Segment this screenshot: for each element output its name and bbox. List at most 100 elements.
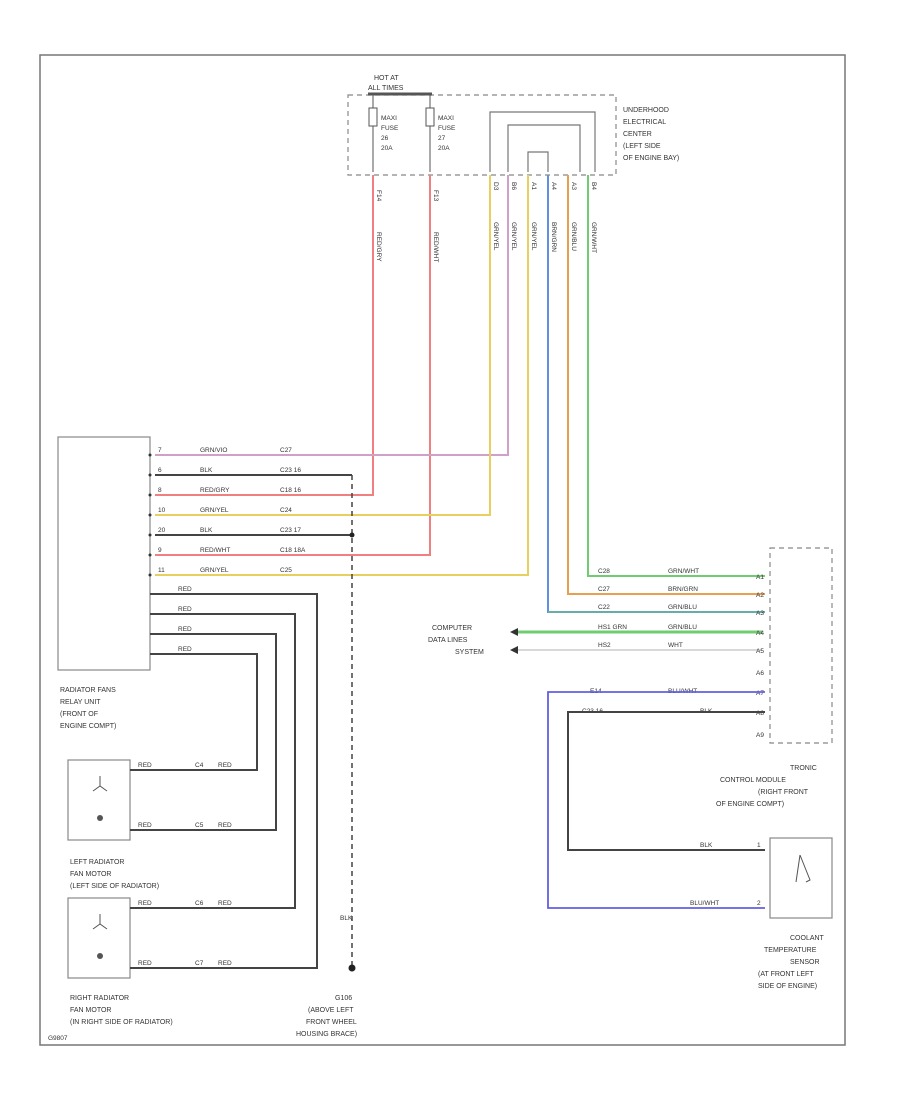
motor-wire-label-3: RED xyxy=(178,626,192,633)
relay-pin-dot xyxy=(148,573,152,577)
relay-label-4: ENGINE COMPT) xyxy=(60,723,116,730)
tcm-pin-label: A7 xyxy=(756,690,764,697)
tcm-color-3: GRN/BLU xyxy=(668,604,697,611)
relay-label-1: RADIATOR FANS xyxy=(60,687,116,694)
motor-wire-label-2: RED xyxy=(178,606,192,613)
internal-bus-mid xyxy=(507,124,581,172)
tcm-pin-label: A1 xyxy=(756,574,764,581)
wire-label-3: GRN/YEL xyxy=(530,222,537,251)
data-row1-color: GRN/BLU xyxy=(668,624,697,631)
relay-label-3: (FRONT OF xyxy=(60,711,98,718)
wire-grn-yel-1 xyxy=(155,175,491,516)
right-motor-wire-out-1: RED xyxy=(218,900,232,907)
wire-label-1: GRN/YEL xyxy=(492,222,499,251)
fuse1-line3: 26 xyxy=(381,135,389,142)
tcm-pin-label: A4 xyxy=(756,630,764,637)
relay-pin-8: 8 xyxy=(158,487,162,494)
left-motor-label-3: (LEFT SIDE OF RADIATOR) xyxy=(70,883,159,890)
relay-conn-3: C18 16 xyxy=(280,487,301,494)
coolant-label-4: (AT FRONT LEFT xyxy=(758,971,814,978)
relay-pin-dot xyxy=(148,473,152,477)
top-pin-3: A1 xyxy=(530,182,537,190)
maxi-fuse-26: MAXI FUSE 26 20A xyxy=(368,94,399,172)
wire-motor-feed-4 xyxy=(150,653,258,771)
underhood-label-5: OF ENGINE BAY) xyxy=(623,155,679,162)
wire-motor-feed-2 xyxy=(150,613,296,909)
fuse2-line3: 27 xyxy=(438,135,446,142)
left-motor-wire-out-1: RED xyxy=(218,762,232,769)
underhood-label-2: ELECTRICAL xyxy=(623,119,666,126)
relay-color-6: RED/WHT xyxy=(200,547,230,554)
wire-grn-blu xyxy=(547,175,765,613)
relay-pin-20: 20 xyxy=(158,527,166,534)
ground-label-2: (ABOVE LEFT xyxy=(308,1007,354,1014)
right-motor-box xyxy=(67,897,131,979)
coolant-label-1: COOLANT xyxy=(790,935,825,942)
right-motor-wire-in-1: RED xyxy=(138,900,152,907)
arrow-left-icon xyxy=(510,646,518,654)
left-motor-label-1: LEFT RADIATOR xyxy=(70,859,124,866)
tcm-outline xyxy=(769,547,833,744)
ground-label-4: HOUSING BRACE) xyxy=(296,1031,357,1038)
relay-pin-7: 7 xyxy=(158,447,162,454)
computer-data-label-3: SYSTEM xyxy=(455,649,484,656)
tcm-pin-label: A2 xyxy=(756,592,764,599)
coolant-temperature-sensor: BLK BLU/WHT 1 2 COOLANT TEMPERATURE SENS… xyxy=(690,837,833,990)
relay-color-1: GRN/VIO xyxy=(200,447,227,454)
internal-bus-inner xyxy=(527,151,549,172)
wire-blk-coolant xyxy=(567,711,765,851)
left-radiator-fan-motor: RED RED C4 C5 RED RED LEFT RADIATOR FAN … xyxy=(67,759,232,890)
top-pin-2: B6 xyxy=(510,182,517,190)
tcm-label-1: TRONIC xyxy=(790,765,817,772)
wire-label-2: GRN/YEL xyxy=(510,222,517,251)
top-pin-1: D3 xyxy=(492,182,499,191)
computer-data-label-1: COMPUTER xyxy=(432,625,472,632)
motor-icon xyxy=(97,953,103,959)
coolant-wire-1: BLK xyxy=(700,842,713,849)
relay-color-4: GRN/YEL xyxy=(200,507,229,514)
coolant-label-2: TEMPERATURE xyxy=(764,947,817,954)
wire-grn-yel-2 xyxy=(155,175,529,576)
underhood-center-outline xyxy=(347,94,617,176)
maxi-fuse-27: MAXI FUSE 27 20A xyxy=(425,94,456,172)
coolant-sensor-box xyxy=(769,837,833,919)
relay-conn-1: C27 xyxy=(280,447,292,454)
hot-at-sublabel: ALL TIMES xyxy=(368,85,404,92)
wire-grn-wht xyxy=(587,175,765,577)
fuse1-line2: FUSE xyxy=(381,125,399,132)
wire-label-4: BRN/GRN xyxy=(550,222,557,252)
wire-brn-grn xyxy=(567,175,765,595)
wire-label-red-gry: RED/GRY xyxy=(375,232,382,262)
ground-label-1: G106 xyxy=(335,995,352,1002)
right-motor-label-2: FAN MOTOR xyxy=(70,1007,111,1014)
tcm-pin-label: A5 xyxy=(756,648,764,655)
relay-rows xyxy=(148,453,152,577)
wire-label-6: GRN/WHT xyxy=(590,222,597,253)
right-motor-label-3: (IN RIGHT SIDE OF RADIATOR) xyxy=(70,1019,173,1026)
coolant-pin-2: 2 xyxy=(757,900,761,907)
relay-pin-11: 11 xyxy=(158,567,165,574)
motor-icon xyxy=(97,815,103,821)
ground-wire-label: BLK xyxy=(340,915,353,922)
coolant-pin-1: 1 xyxy=(757,842,761,849)
coolant-wire-2: BLU/WHT xyxy=(690,900,719,907)
left-motor-wire-in-2: RED xyxy=(138,822,152,829)
computer-data-lines: COMPUTER DATA LINES SYSTEM HS1 GRN GRN/B… xyxy=(428,624,762,656)
motor-wire-label-4: RED xyxy=(178,646,192,653)
relay-pin-dot xyxy=(148,533,152,537)
data-row2-color: WHT xyxy=(668,642,683,649)
fuse2-line4: 20A xyxy=(438,145,450,152)
relay-color-7: GRN/YEL xyxy=(200,567,229,574)
diagram-frame xyxy=(39,54,846,1046)
tcm-pin-label: A6 xyxy=(756,670,764,677)
right-motor-wire-out-2: RED xyxy=(218,960,232,967)
tcm-pin-label: A8 xyxy=(756,710,764,717)
relay-unit-box xyxy=(57,436,151,671)
wire-red-gry xyxy=(155,175,374,496)
relay-color-3: RED/GRY xyxy=(200,487,230,494)
right-motor-wire-in-2: RED xyxy=(138,960,152,967)
tcm-label-4: OF ENGINE COMPT) xyxy=(716,801,784,808)
right-motor-conn-1: C6 xyxy=(195,900,204,907)
fuse-icon xyxy=(425,107,435,127)
